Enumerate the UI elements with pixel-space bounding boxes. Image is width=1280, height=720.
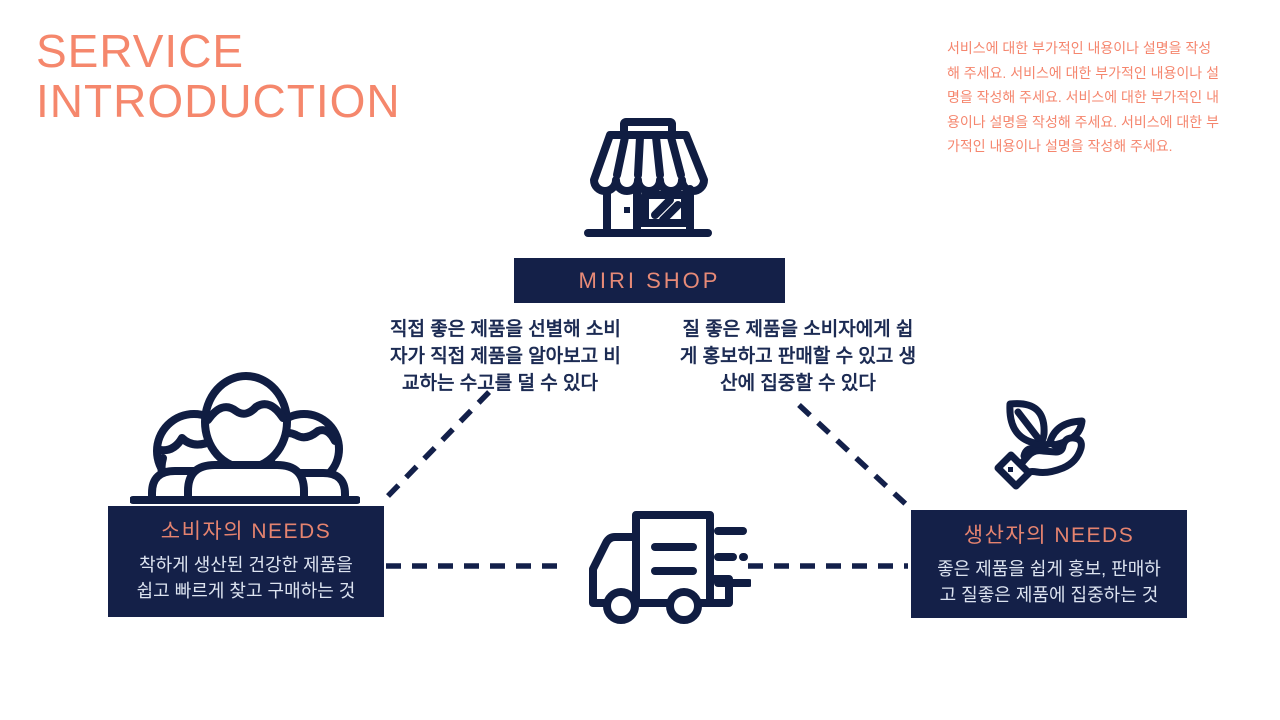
benefit-producer-side: 질 좋은 제품을 소비자에게 쉽 게 홍보하고 판매할 수 있고 생 산에 집중… <box>679 319 917 394</box>
connector-shop-to-producer <box>797 402 913 512</box>
page-title: SERVICE INTRODUCTION <box>36 25 401 127</box>
consumer-needs-box: 소비자의 NEEDS 착하게 생산된 건강한 제품을 쉽고 빠르게 찾고 구매하… <box>108 506 384 617</box>
storefront-icon <box>584 118 712 237</box>
hand-sprout-icon <box>994 400 1086 490</box>
consumer-needs-description: 착하게 생산된 건강한 제품을 쉽고 빠르게 찾고 구매하는 것 <box>136 555 356 601</box>
service-intro-paragraph: 서비스에 대한 부가적인 내용이나 설명을 작성 해 주세요. 서비스에 대한 … <box>947 40 1219 155</box>
connector-consumer-to-shop <box>386 387 494 498</box>
people-group-icon <box>130 372 360 504</box>
delivery-truck-icon <box>589 511 751 624</box>
producer-needs-title: 생산자의 NEEDS <box>963 524 1135 547</box>
consumer-needs-title: 소비자의 NEEDS <box>160 520 332 543</box>
miri-shop-bar: MIRI SHOP <box>514 258 785 303</box>
benefit-consumer-side: 직접 좋은 제품을 선별해 소비 자가 직접 제품을 알아보고 비 교하는 수고… <box>390 319 621 394</box>
miri-shop-label: MIRI SHOP <box>578 267 721 293</box>
producer-needs-description: 좋은 제품을 쉽게 홍보, 판매하 고 질좋은 제품에 집중하는 것 <box>937 559 1161 605</box>
producer-needs-box: 생산자의 NEEDS 좋은 제품을 쉽게 홍보, 판매하 고 질좋은 제품에 집… <box>911 510 1187 618</box>
